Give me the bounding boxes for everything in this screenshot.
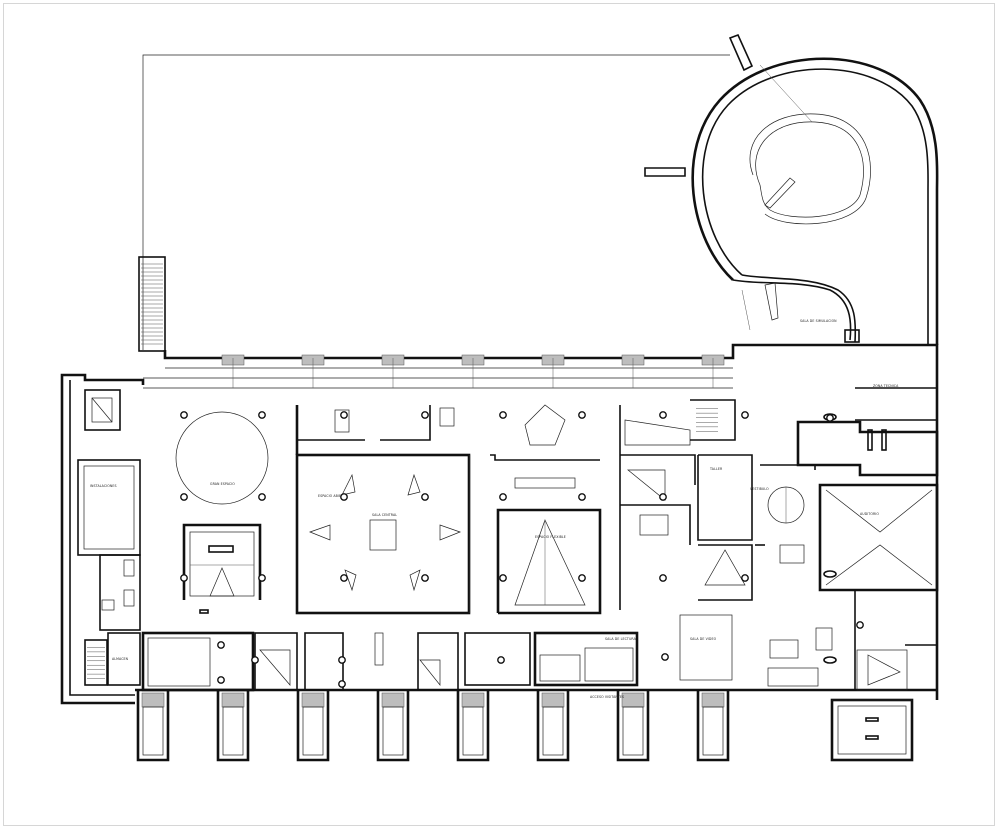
south-buttress-bay xyxy=(616,690,650,762)
label-zona-tecnica: ZONA TECNICA xyxy=(873,384,899,388)
column xyxy=(499,574,507,582)
gallery-round-room xyxy=(175,411,269,614)
column xyxy=(741,411,749,419)
column xyxy=(338,680,346,688)
column xyxy=(258,574,266,582)
south-buttress-bay xyxy=(296,690,330,762)
column xyxy=(578,493,586,501)
southeast-annex xyxy=(830,698,914,762)
label-auditorio: AUDITORIO xyxy=(860,512,879,516)
east-room-cluster xyxy=(619,399,816,610)
structural-columns xyxy=(180,411,864,688)
column xyxy=(659,411,667,419)
column xyxy=(340,574,348,582)
label-vestibulo: VESTIBULO xyxy=(750,487,769,491)
label-almacen: ALMACEN xyxy=(112,657,129,661)
south-buttress-bay xyxy=(136,690,170,762)
west-service-block xyxy=(77,389,141,686)
column xyxy=(826,414,834,422)
label-sala-central: SALA CENTRAL xyxy=(372,513,397,517)
column xyxy=(421,411,429,419)
column xyxy=(499,493,507,501)
label-gran-espacio: GRAN ESPACIO xyxy=(210,482,235,486)
column xyxy=(217,676,225,684)
column xyxy=(856,621,864,629)
column xyxy=(251,656,259,664)
column xyxy=(258,411,266,419)
site-outline xyxy=(142,54,730,350)
column xyxy=(421,574,429,582)
label-acceso-visitantes: ACCESO VISITANTES xyxy=(590,695,624,699)
south-buttress-bays xyxy=(136,690,730,762)
south-rooms xyxy=(141,614,833,692)
south-buttress-bay xyxy=(536,690,570,762)
label-sala-simulacion: SALA DE SIMULACION xyxy=(800,319,837,323)
column xyxy=(741,574,749,582)
label-espacio-abierto: ESPACIO ABIERTO xyxy=(318,494,348,498)
column xyxy=(499,411,507,419)
label-sala-lectura: SALA DE LECTURA xyxy=(605,637,637,641)
column xyxy=(659,574,667,582)
column xyxy=(340,411,348,419)
south-buttress-bay xyxy=(696,690,730,762)
far-east-rooms xyxy=(796,387,939,691)
column xyxy=(180,574,188,582)
south-buttress-bay xyxy=(376,690,410,762)
label-taller: TALLER xyxy=(709,467,723,471)
column xyxy=(217,641,225,649)
north-staircase xyxy=(138,256,166,352)
label-sala-video: SALA DE VIDEO xyxy=(690,637,717,641)
column xyxy=(180,411,188,419)
rotunda xyxy=(644,33,939,345)
central-hall xyxy=(295,405,471,615)
column xyxy=(340,493,348,501)
column xyxy=(661,653,669,661)
north-window-bays xyxy=(221,354,725,388)
south-buttress-bay xyxy=(456,690,490,762)
column xyxy=(258,493,266,501)
label-espacio-flexible: ESPACIO FLEXIBLE xyxy=(535,535,566,539)
column xyxy=(659,493,667,501)
gallery-east xyxy=(490,404,602,615)
column xyxy=(578,574,586,582)
column xyxy=(338,656,346,664)
south-buttress-bay xyxy=(216,690,250,762)
column xyxy=(421,493,429,501)
column xyxy=(497,656,505,664)
label-instalaciones: INSTALACIONES xyxy=(90,484,117,488)
column xyxy=(578,411,586,419)
column xyxy=(180,493,188,501)
